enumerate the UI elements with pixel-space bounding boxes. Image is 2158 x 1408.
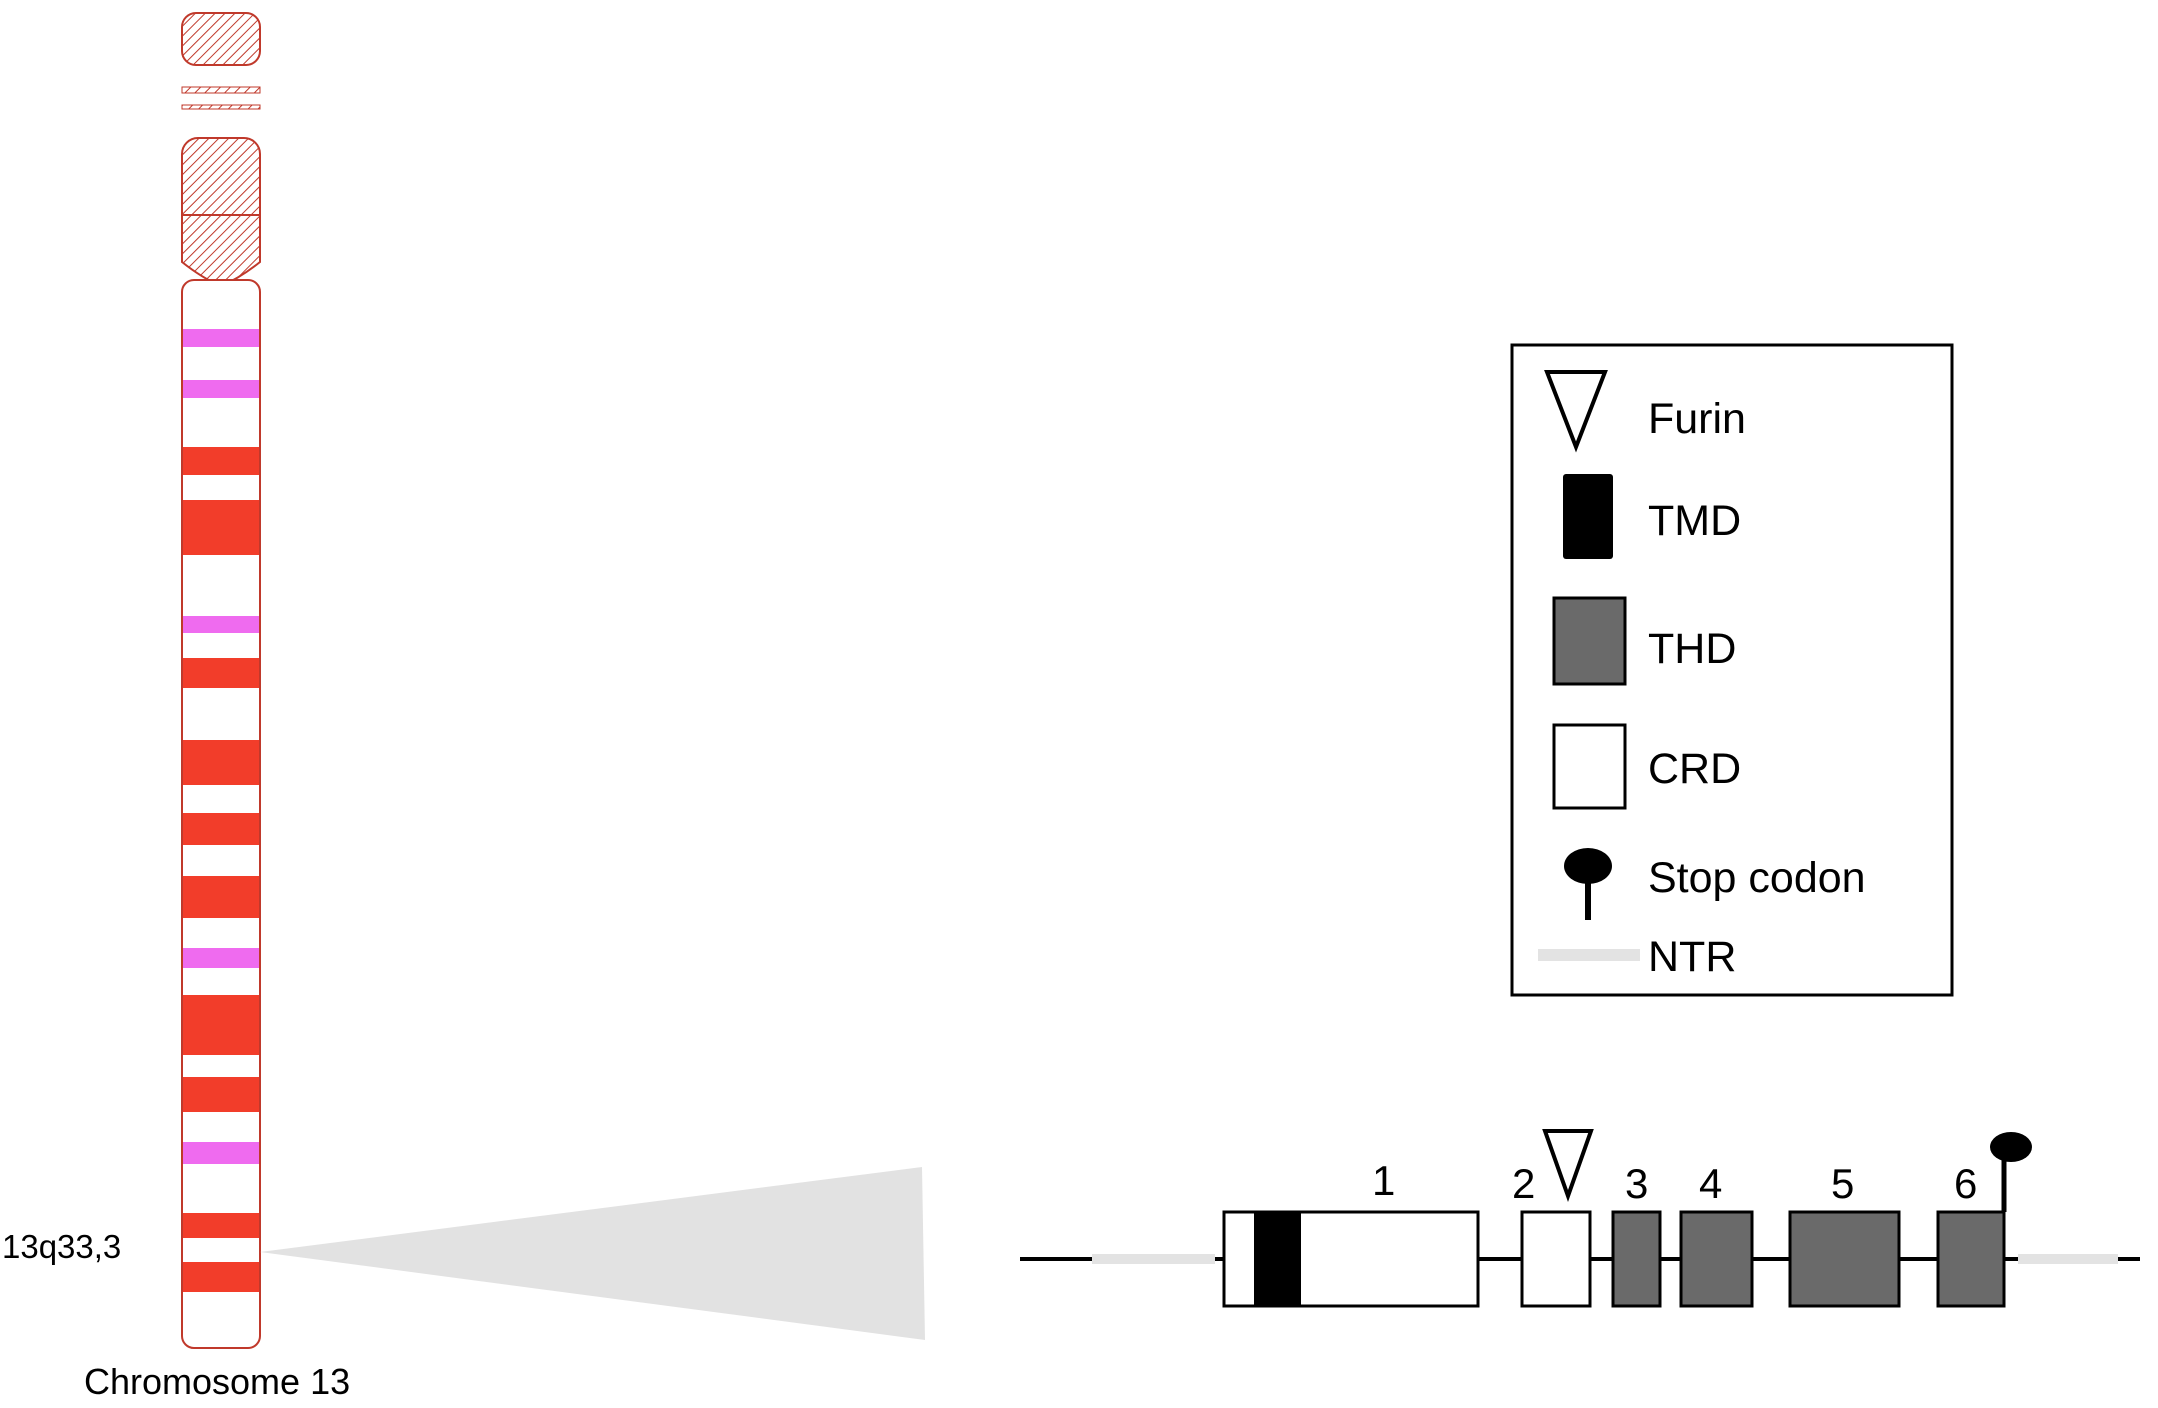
legend-label-ntr: NTR [1648,933,1736,981]
legend: Furin TMD THD CRD Stop codon NTR [1510,343,1954,997]
chromosome-stalk-band [181,86,261,94]
exon-2 [1520,1210,1592,1308]
exon-5 [1788,1210,1901,1308]
exon-label-5: 5 [1831,1160,1854,1207]
centromere [181,214,261,288]
band-red [183,1213,259,1238]
stop-codon-icon [1564,848,1612,920]
exon-6 [1936,1210,2006,1308]
band-pink [183,329,259,347]
band-red [183,995,259,1055]
crd-icon [1552,723,1627,810]
zoom-wedge [260,1167,925,1340]
exon-4 [1679,1210,1754,1308]
band-red [183,813,259,845]
chromosome-label: Chromosome 13 [84,1361,350,1402]
exon-label-4: 4 [1699,1160,1722,1207]
legend-label-tmd: TMD [1648,497,1741,545]
legend-label-furin: Furin [1648,395,1746,443]
band-red [183,876,259,918]
locus-label: 13q33,3 [2,1228,121,1265]
thd-icon [1552,596,1627,686]
band-red [183,658,259,688]
band-red [183,1262,259,1292]
chromosome-13 [181,12,261,1349]
furin-icon [1544,370,1608,453]
furin-site-icon [1542,1129,1594,1202]
band-red [183,740,259,785]
legend-label-crd: CRD [1648,745,1741,793]
gene-structure: 1 2 3 4 5 6 [1020,1129,2140,1308]
band-red [183,1077,259,1112]
tmd-icon [1563,474,1613,559]
band-pink [183,1142,259,1164]
exon-label-2: 2 [1512,1160,1535,1207]
exon-1-tmd [1254,1212,1301,1306]
chromosome-p-arm-tip [181,12,261,66]
band-red [183,500,259,555]
band-pink [183,380,259,398]
stop-codon-marker [1990,1132,2032,1212]
band-pink [183,948,259,968]
band-pink [183,616,259,633]
legend-label-thd: THD [1648,625,1736,673]
exon-label-1: 1 [1372,1157,1395,1204]
chromosome-bands [183,329,259,1292]
legend-label-stop-codon: Stop codon [1648,854,1866,902]
exon-label-6: 6 [1954,1160,1977,1207]
exon-label-3: 3 [1625,1160,1648,1207]
exon-3 [1611,1210,1662,1308]
band-red [183,447,259,475]
chromosome-stalk-band [181,104,261,110]
